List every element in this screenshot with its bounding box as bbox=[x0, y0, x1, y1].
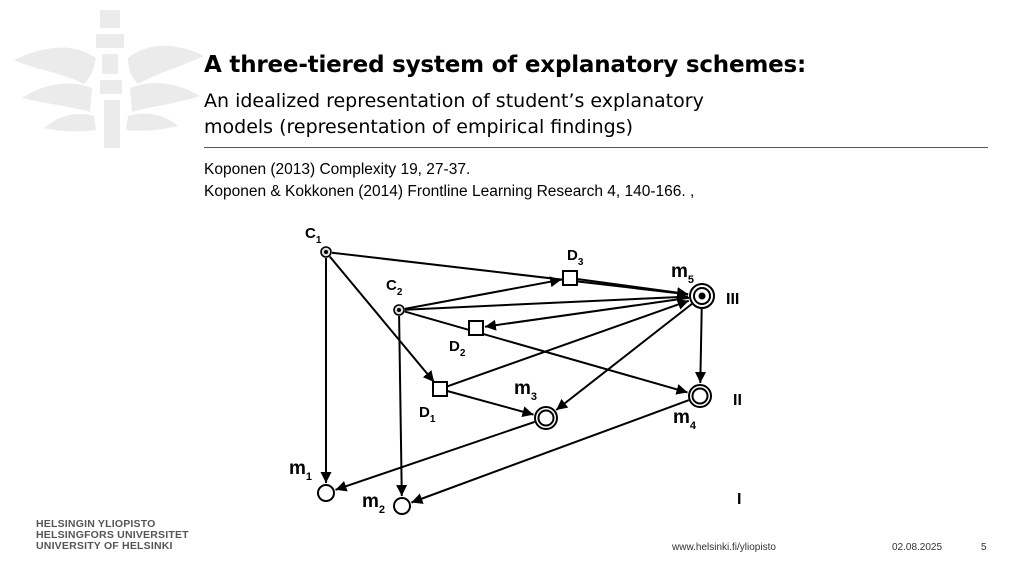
edge-m5-to-m4 bbox=[695, 308, 707, 384]
label-m1: m1 bbox=[289, 458, 312, 483]
label-m3: m3 bbox=[514, 378, 537, 403]
label-m4: m4 bbox=[673, 407, 697, 432]
edge-d1-to-m5 bbox=[447, 299, 690, 388]
label-d2: D2 bbox=[449, 338, 466, 359]
slide-subtitle: An idealized representation of student’s… bbox=[204, 88, 764, 140]
label-d1: D1 bbox=[419, 404, 436, 425]
page-number: 5 bbox=[981, 542, 987, 553]
label-c2: C2 bbox=[386, 277, 403, 298]
edge-m3-to-m1 bbox=[335, 420, 535, 492]
references: Koponen (2013) Complexity 19, 27-37. Kop… bbox=[204, 159, 694, 203]
edge-d3-to-m5 bbox=[577, 278, 689, 299]
footer-date: 02.08.2025 bbox=[892, 542, 943, 553]
diagram-nodes bbox=[317, 246, 715, 515]
slide-title: A three-tiered system of explanatory sch… bbox=[204, 52, 806, 78]
node-m4 bbox=[688, 384, 712, 408]
university-name-en: UNIVERSITY OF HELSINKI bbox=[36, 540, 173, 552]
edge-m5-to-m3 bbox=[555, 303, 693, 411]
node-d1 bbox=[432, 381, 448, 397]
node-d3 bbox=[562, 270, 578, 286]
label-d3: D3 bbox=[567, 247, 584, 268]
label-c1: C1 bbox=[305, 225, 322, 246]
edge-c1-to-d1 bbox=[329, 255, 435, 383]
reference-2: Koponen & Kokkonen (2014) Frontline Lear… bbox=[204, 183, 695, 200]
edge-c2-to-m5 bbox=[404, 291, 689, 311]
edge-m4-to-m2 bbox=[411, 399, 690, 504]
edge-c2-to-m2 bbox=[396, 315, 408, 497]
node-c2 bbox=[393, 304, 405, 316]
university-name-sv: HELSINGFORS UNIVERSITET bbox=[36, 529, 189, 541]
university-name-fi: HELSINGIN YLIOPISTO bbox=[36, 518, 156, 530]
university-wordmark: HELSINGIN YLIOPISTO HELSINGFORS UNIVERSI… bbox=[36, 519, 189, 552]
node-m3 bbox=[534, 406, 558, 430]
node-c1 bbox=[320, 246, 332, 258]
footer-url[interactable]: www.helsinki.fi/yliopisto bbox=[672, 542, 776, 553]
title-divider bbox=[204, 147, 988, 148]
edge-c2-to-d3 bbox=[404, 276, 562, 310]
node-m5 bbox=[689, 283, 715, 309]
label-m5: m5 bbox=[671, 261, 694, 286]
node-m1 bbox=[317, 484, 335, 502]
university-flame-logo bbox=[14, 10, 204, 148]
edge-d1-to-m3 bbox=[447, 390, 534, 417]
node-d2 bbox=[468, 320, 484, 336]
edge-c1-to-m5 bbox=[331, 251, 689, 299]
subtitle-line-1: An idealized representation of student’s… bbox=[204, 90, 704, 112]
tier-label-i: I bbox=[737, 491, 741, 508]
reference-1: Koponen (2013) Complexity 19, 27-37. bbox=[204, 161, 471, 178]
subtitle-line-2: models (representation of empirical find… bbox=[204, 116, 634, 138]
node-m2 bbox=[393, 497, 411, 515]
diagram-edges bbox=[320, 251, 707, 504]
label-m2: m2 bbox=[362, 491, 385, 516]
edge-m5-to-d2 bbox=[484, 296, 690, 331]
tier-label-ii: II bbox=[733, 392, 742, 409]
tier-label-iii: III bbox=[726, 291, 739, 308]
